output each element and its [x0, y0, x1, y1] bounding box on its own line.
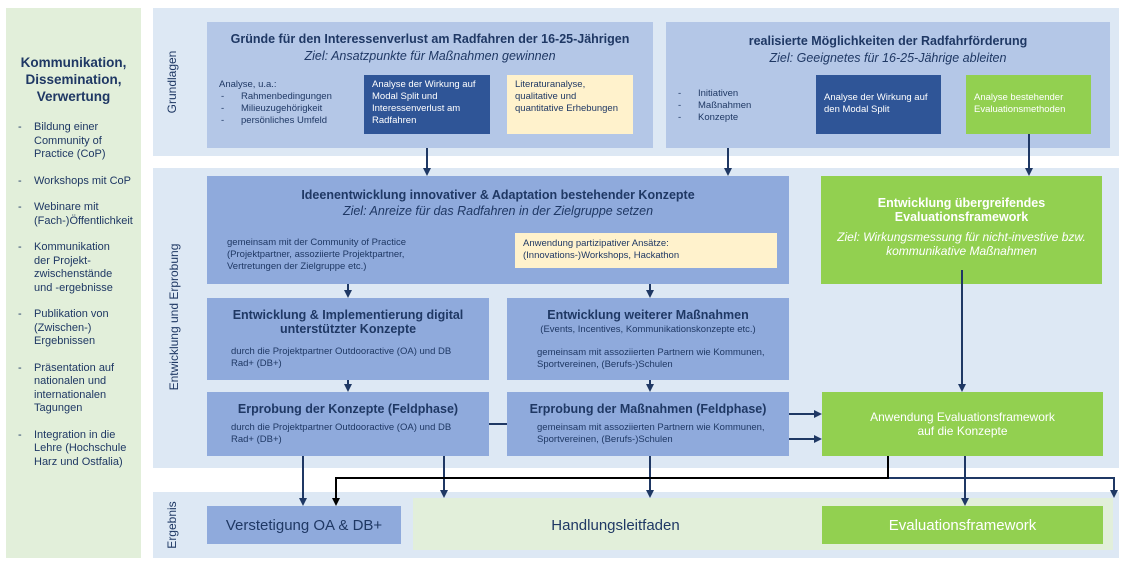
digital-text: durch die Projektpartner Outdooractive (…	[231, 346, 452, 369]
phase-label-ergebnis: Ergebnis	[165, 501, 179, 549]
measures-testing-title: Erprobung der Maßnahmen (Feldphase)	[529, 402, 767, 416]
analysis-list: Rahmenbedingungen Milieuzugehörigkeit pe…	[219, 91, 369, 127]
concept-testing-box: Erprobung der Konzepte (Feldphase) durch…	[207, 392, 489, 456]
guideline-result: Handlungsleitfaden	[413, 506, 818, 544]
guideline-label: Handlungsleitfaden	[551, 516, 680, 534]
options-title: realisierte Möglichkeiten der Radfahrför…	[748, 34, 1028, 48]
literature-analysis-box: Literaturanalyse, qualitative und quanti…	[507, 75, 633, 134]
concept-testing-title: Erprobung der Konzepte (Feldphase)	[237, 402, 459, 416]
idea-development-box: Ideenentwicklung innovativer & Adaptatio…	[207, 176, 789, 284]
sidebar-item: Publikation von (Zwischen-) Ergebnissen	[16, 308, 139, 349]
sidebar-list: Bildung einer Community of Practice (CoP…	[16, 121, 141, 482]
idea-goal: Ziel: Anreize für das Radfahren in der Z…	[342, 204, 654, 218]
analysis-heading: Analyse, u.a.:	[219, 79, 277, 90]
eval-dev-goal: Ziel: Wirkungsmessung für nicht-investiv…	[837, 230, 1086, 258]
sidebar-item: Workshops mit CoP	[16, 175, 141, 189]
digital-title: Entwicklung & Implementierung digital un…	[232, 308, 464, 336]
idea-community-text: gemeinsam mit der Community of Practice …	[227, 237, 406, 272]
modal-split-effect-box: Analyse der Wirkung auf den Modal Split	[816, 75, 941, 134]
analysis-item: Rahmenbedingungen	[219, 91, 369, 103]
idea-title: Ideenentwicklung innovativer & Adaptatio…	[301, 188, 695, 202]
evaluation-framework-development-box: Entwicklung übergreifendes Evaluationsfr…	[821, 176, 1102, 284]
sidebar-item: Präsentation auf nationalen und internat…	[16, 362, 134, 416]
digital-concepts-box: Entwicklung & Implementierung digital un…	[207, 298, 489, 380]
evaluation-framework-application-box: Anwendung Evaluationsframework auf die K…	[822, 392, 1103, 456]
participatory-methods-box: Anwendung partizipativer Ansätze: (Innov…	[515, 233, 777, 268]
phase-label-entwicklung: Entwicklung und Erprobung	[167, 243, 181, 391]
framework-result-box: Evaluationsframework	[822, 506, 1103, 544]
analysis-item: Milieuzugehörigkeit	[219, 103, 369, 115]
measures-title: Entwicklung weiterer Maßnahmen	[547, 308, 749, 322]
measures-testing-text: gemeinsam mit assoziierten Partnern wie …	[537, 422, 765, 445]
sidebar-item: Kommunikation der Projekt-zwischenstände…	[16, 241, 119, 295]
options-item: Initiativen	[676, 88, 786, 100]
reasons-goal: Ziel: Ansatzpunkte für Maßnahmen gewinne…	[304, 49, 556, 63]
modal-split-analysis-box: Analyse der Wirkung auf Modal Split und …	[364, 75, 490, 134]
reasons-title: Gründe für den Interessenverlust am Radf…	[230, 32, 630, 46]
framework-label: Evaluationsframework	[888, 516, 1037, 534]
eval-apply-title: Anwendung Evaluationsframework auf die K…	[870, 410, 1055, 438]
phase-label-grundlagen: Grundlagen	[165, 50, 179, 114]
dissemination-sidebar: Kommunikation, Dissemination, Verwertung…	[6, 8, 141, 558]
measures-text: gemeinsam mit assoziierten Partnern wie …	[537, 347, 765, 370]
analysis-item: persönliches Umfeld	[219, 115, 369, 127]
options-list: Initiativen Maßnahmen Konzepte	[676, 88, 786, 124]
concept-testing-text: durch die Projektpartner Outdooractive (…	[231, 422, 452, 445]
sidebar-item: Bildung einer Community of Practice (CoP…	[16, 121, 141, 162]
continuation-result-box: Verstetigung OA & DB+	[207, 506, 401, 544]
sidebar-item: Integration in die Lehre (Hochschule Har…	[16, 429, 141, 470]
options-goal: Ziel: Geeignetes für 16-25-Jährige ablei…	[769, 51, 1007, 65]
measures-subtitle: (Events, Incentives, Kommunikationskonze…	[540, 324, 756, 335]
analysis-block: Analyse, u.a.: Rahmenbedingungen Milieuz…	[219, 79, 369, 127]
continuation-label: Verstetigung OA & DB+	[225, 516, 383, 534]
options-item: Maßnahmen	[676, 100, 786, 112]
options-item: Konzepte	[676, 112, 786, 124]
grundlagen-reasons-box: Gründe für den Interessenverlust am Radf…	[207, 22, 653, 148]
evaluation-methods-box: Analyse bestehender Evaluationsmethoden	[966, 75, 1091, 134]
sidebar-title: Kommunikation, Dissemination, Verwertung	[20, 55, 127, 104]
further-measures-box: Entwicklung weiterer Maßnahmen (Events, …	[507, 298, 789, 380]
sidebar-item: Webinare mit (Fach-)Öffentlichkeit	[16, 201, 141, 228]
measures-testing-box: Erprobung der Maßnahmen (Feldphase) geme…	[507, 392, 789, 456]
eval-dev-title: Entwicklung übergreifendes Evaluationsfr…	[877, 196, 1046, 224]
grundlagen-options-box: realisierte Möglichkeiten der Radfahrför…	[666, 22, 1110, 148]
